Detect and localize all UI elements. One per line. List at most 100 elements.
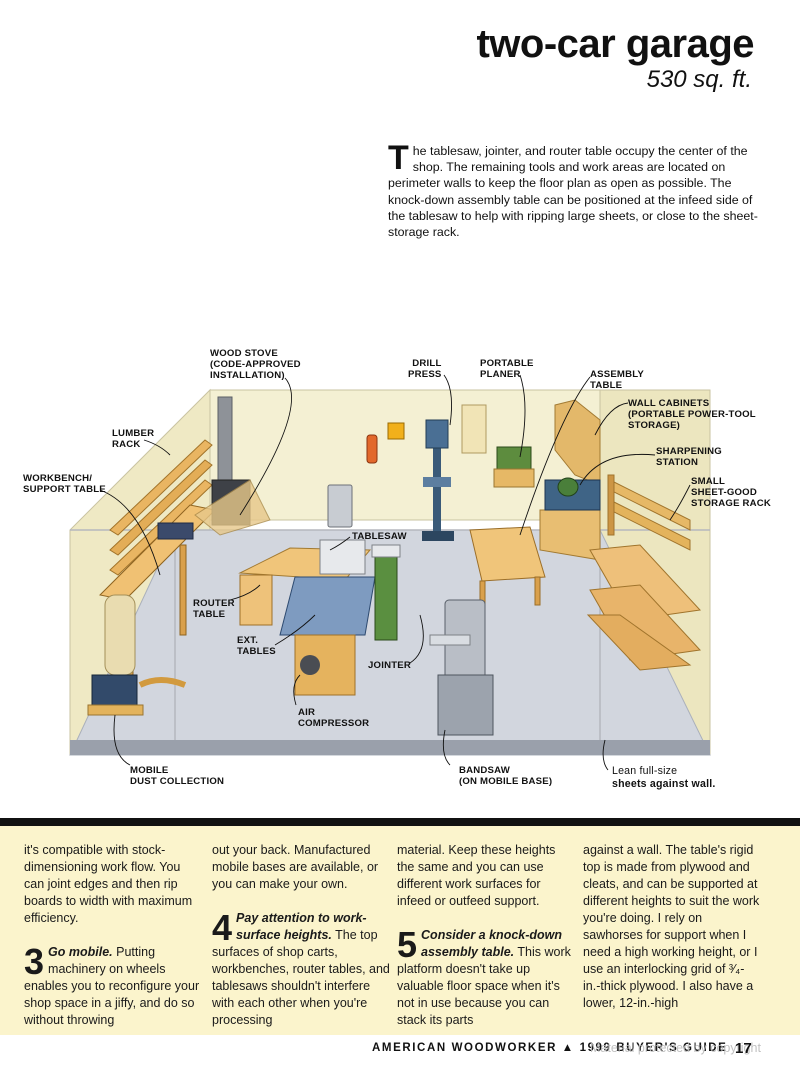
label-wood-stove: WOOD STOVE (CODE-APPROVED INSTALLATION) <box>210 348 301 381</box>
label-line: WOOD STOVE <box>210 348 278 359</box>
column-2: out your back. Manufactured mobile bases… <box>212 842 390 1029</box>
label-line: Lean full-size <box>612 765 678 777</box>
label-assembly-table: ASSEMBLY TABLE <box>590 369 644 391</box>
trash-can <box>327 484 353 528</box>
folio: AMERICAN WOODWORKER ▲ 1999 BUYER'S GUIDE <box>372 1042 728 1054</box>
column-3: material. Keep these heights the same an… <box>397 842 575 1029</box>
label-line: STORAGE) <box>628 420 681 431</box>
label-line: SUPPORT TABLE <box>23 484 106 495</box>
label-line: TABLES <box>237 646 276 657</box>
paragraph: it's compatible with stock-dimensioning … <box>24 843 193 925</box>
door <box>461 404 487 454</box>
paragraph: material. Keep these heights the same an… <box>397 843 556 908</box>
text-band <box>0 818 800 1035</box>
label-drill-press: DRILL PRESS <box>408 358 442 380</box>
floor-edge <box>70 740 710 755</box>
label-line: PORTABLE <box>480 358 534 369</box>
dropcap: T <box>388 139 409 177</box>
label-line: (CODE-APPROVED <box>210 359 301 370</box>
paragraph: out your back. Manufactured mobile bases… <box>212 843 379 891</box>
label-line: ROUTER <box>193 598 235 609</box>
label-line: AIR <box>298 707 316 718</box>
label-line: TABLE <box>590 380 623 391</box>
label-bandsaw: BANDSAW (ON MOBILE BASE) <box>459 765 552 787</box>
intro-text: he tablesaw, jointer, and router table o… <box>388 144 758 240</box>
page-title: two-car garage <box>476 22 754 66</box>
label-line: MOBILE <box>130 765 169 776</box>
label-line: SHARPENING <box>656 446 722 457</box>
label-tablesaw: TABLESAW <box>352 531 407 542</box>
label-line: WALL CABINETS <box>628 398 710 409</box>
page-subtitle: 530 sq. ft. <box>646 66 752 93</box>
label-line: STATION <box>656 457 699 468</box>
label-line: INSTALLATION) <box>210 370 285 381</box>
label-line: RACK <box>112 439 141 450</box>
label-line: ASSEMBLY <box>590 369 645 380</box>
tip-number: 5 <box>397 924 418 965</box>
assembly-table <box>469 526 546 610</box>
dust-collector <box>87 594 187 716</box>
label-line: WORKBENCH/ <box>23 473 93 484</box>
wood-stove <box>194 396 271 536</box>
jointer <box>371 544 401 641</box>
page-number: 17 <box>735 1040 752 1057</box>
label-mobile-dust: MOBILE DUST COLLECTION <box>130 765 224 787</box>
tip-text: This work platform doesn't take up valua… <box>397 945 571 1027</box>
tablesaw-group <box>238 539 376 696</box>
radial-saw <box>157 522 194 540</box>
label-line: sheets against wall. <box>612 778 716 790</box>
tip-number: 4 <box>212 907 233 948</box>
spacer <box>24 927 202 944</box>
tip-heading: Consider a knock-down assembly table. <box>421 928 563 959</box>
leader-lines <box>99 374 691 771</box>
garage-drawing <box>69 374 711 771</box>
label-line: PRESS <box>408 369 442 380</box>
column-1: it's compatible with stock-dimensioning … <box>24 842 202 1029</box>
tip-number: 3 <box>24 941 45 982</box>
label-portable-planer: PORTABLE PLANER <box>480 358 534 380</box>
tip-heading: Pay attention to work-surface heights. <box>236 911 367 942</box>
garage-illustration: WOOD STOVE (CODE-APPROVED INSTALLATION) … <box>0 345 800 815</box>
portable-planer <box>493 446 535 488</box>
paragraph: against a wall. The table's rigid top is… <box>583 843 760 1010</box>
label-router-table: ROUTER TABLE <box>193 598 235 620</box>
fire-extinguisher <box>366 434 378 464</box>
label-line: (ON MOBILE BASE) <box>459 776 553 787</box>
label-sharpening-station: SHARPENING STATION <box>656 446 722 468</box>
label-line: (PORTABLE POWER-TOOL <box>628 409 756 420</box>
label-line: LUMBER <box>112 428 155 439</box>
sharpening-grinder <box>557 477 579 497</box>
first-aid-kit <box>387 422 405 440</box>
label-ext-tables: EXT. TABLES <box>237 635 276 657</box>
label-line: SHEET-GOOD <box>691 487 757 498</box>
label-line: DRILL <box>412 358 442 369</box>
label-lumber-rack: LUMBER RACK <box>112 428 154 450</box>
label-small-sheet-rack: SMALL SHEET-GOOD STORAGE RACK <box>691 476 771 509</box>
tip-text: The top surfaces of shop carts, workbenc… <box>212 928 390 1027</box>
label-line: BANDSAW <box>459 765 510 776</box>
label-line: PLANER <box>480 369 521 380</box>
label-line: COMPRESSOR <box>298 718 370 729</box>
label-air-compressor: AIR COMPRESSOR <box>298 707 369 729</box>
label-line: DUST COLLECTION <box>130 776 225 787</box>
label-line: SMALL <box>691 476 726 487</box>
router-table <box>239 574 273 626</box>
column-4: against a wall. The table's rigid top is… <box>583 842 761 1012</box>
spacer <box>212 893 390 910</box>
tip-text: Putting machinery on wheels enables you … <box>24 945 200 1027</box>
label-line: EXT. <box>237 635 259 646</box>
spacer <box>397 910 575 927</box>
bandsaw <box>429 599 494 736</box>
label-workbench: WORKBENCH/ SUPPORT TABLE <box>23 473 106 495</box>
footer <box>0 1040 800 1077</box>
drill-press <box>422 419 454 541</box>
label-lean-sheets: Lean full-size sheets against wall. <box>612 765 716 791</box>
label-line: TABLE <box>193 609 226 620</box>
label-jointer: JOINTER <box>368 660 411 671</box>
band-rule <box>0 818 800 826</box>
watermark: Material protected by copyright <box>590 1041 761 1055</box>
